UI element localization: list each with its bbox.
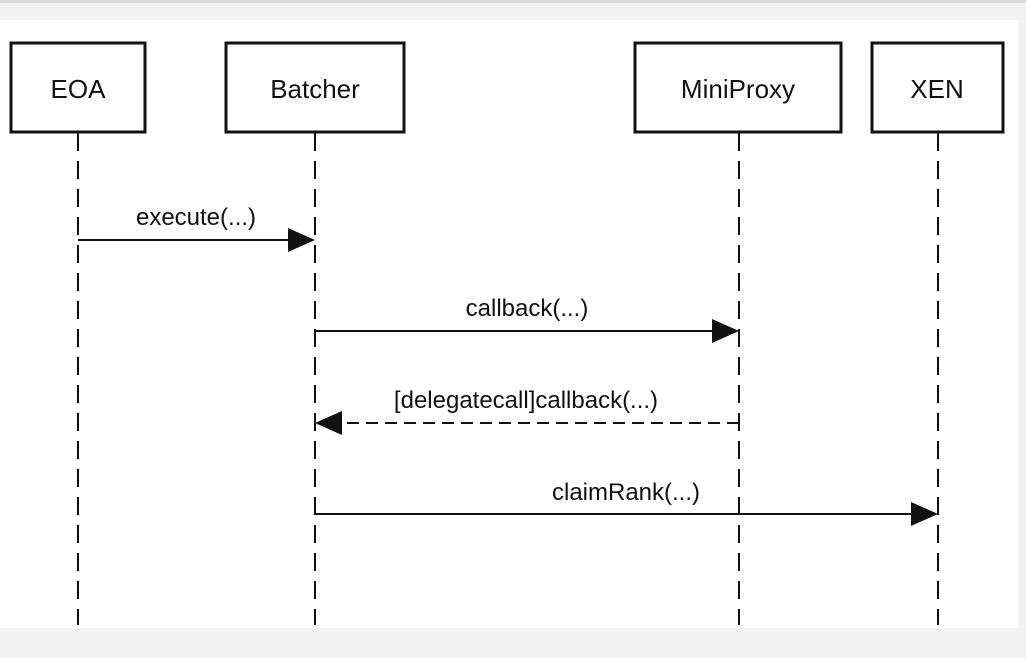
message-claimrank-label: claimRank(...) bbox=[552, 479, 700, 506]
arrowhead-right-icon bbox=[288, 228, 315, 252]
participant-batcher-label: Batcher bbox=[270, 74, 360, 104]
participant-eoa-label: EOA bbox=[51, 74, 107, 104]
message-callback: callback(...) bbox=[315, 295, 739, 343]
arrowhead-right-icon bbox=[911, 502, 938, 526]
participant-eoa: EOA bbox=[9, 41, 147, 134]
top-border bbox=[0, 0, 1026, 3]
participant-xen: XEN bbox=[870, 41, 1005, 134]
message-claimrank: claimRank(...) bbox=[315, 479, 938, 526]
participant-xen-label: XEN bbox=[910, 74, 963, 104]
message-delegatecall: [delegatecall]callback(...) bbox=[315, 387, 739, 435]
participant-batcher: Batcher bbox=[224, 41, 406, 134]
participant-miniproxy: MiniProxy bbox=[633, 41, 843, 134]
participant-miniproxy-label: MiniProxy bbox=[681, 74, 795, 104]
message-execute: execute(...) bbox=[78, 204, 315, 252]
diagram-canvas bbox=[0, 20, 1018, 628]
message-delegatecall-label: [delegatecall]callback(...) bbox=[394, 387, 658, 414]
arrowhead-right-icon bbox=[712, 319, 739, 343]
message-execute-label: execute(...) bbox=[136, 204, 256, 231]
message-callback-label: callback(...) bbox=[466, 295, 589, 322]
arrowhead-left-icon bbox=[315, 411, 342, 435]
